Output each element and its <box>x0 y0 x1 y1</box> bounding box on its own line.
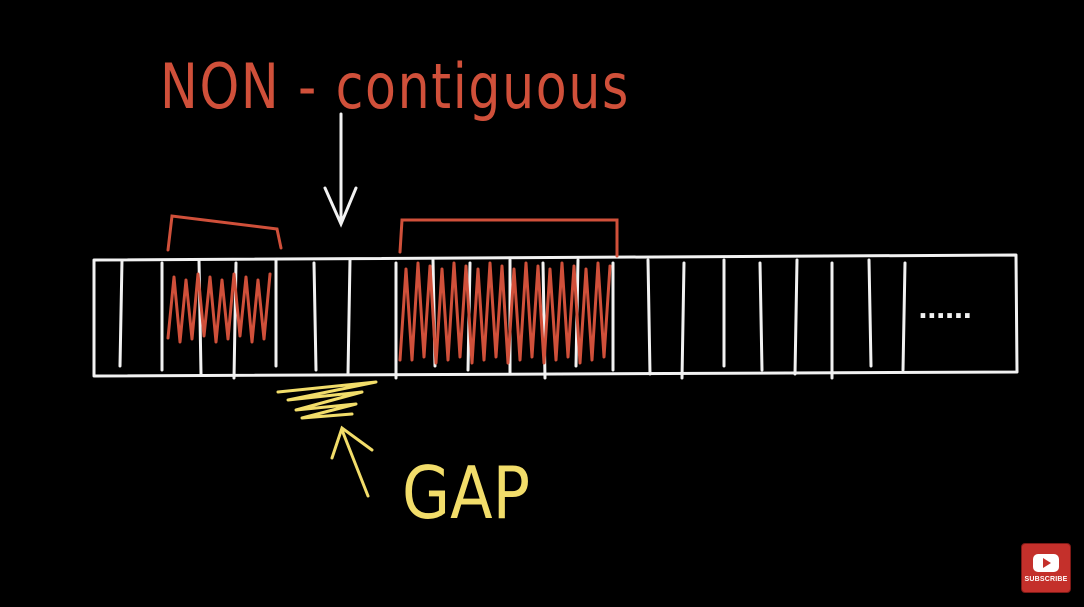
cell-divider <box>118 258 124 368</box>
allocation-bracket-right <box>398 218 619 258</box>
youtube-play-icon <box>1033 553 1059 572</box>
allocated-block-right <box>398 261 612 365</box>
gap-label: GAP <box>402 451 530 535</box>
allocated-block-left <box>166 272 272 344</box>
memory-strip <box>92 253 1019 378</box>
ellipsis-more-cells: ...... <box>918 295 971 325</box>
gap-zigzag <box>276 380 378 420</box>
cell-divider <box>901 261 907 372</box>
cell-divider <box>646 258 652 376</box>
non-contiguous-title: NON - contiguous <box>160 50 630 123</box>
allocation-bracket-left <box>166 214 283 252</box>
gap-arrow <box>330 425 374 498</box>
cell-divider <box>758 261 764 372</box>
cell-divider <box>867 258 873 368</box>
subscribe-button[interactable]: SUBSCRIBE <box>1021 543 1071 593</box>
cell-divider <box>680 261 686 380</box>
cell-divider <box>312 261 318 372</box>
cell-divider <box>793 258 799 376</box>
down-arrow <box>323 112 358 228</box>
cell-divider <box>346 258 352 376</box>
subscribe-label: SUBSCRIBE <box>1024 575 1068 583</box>
